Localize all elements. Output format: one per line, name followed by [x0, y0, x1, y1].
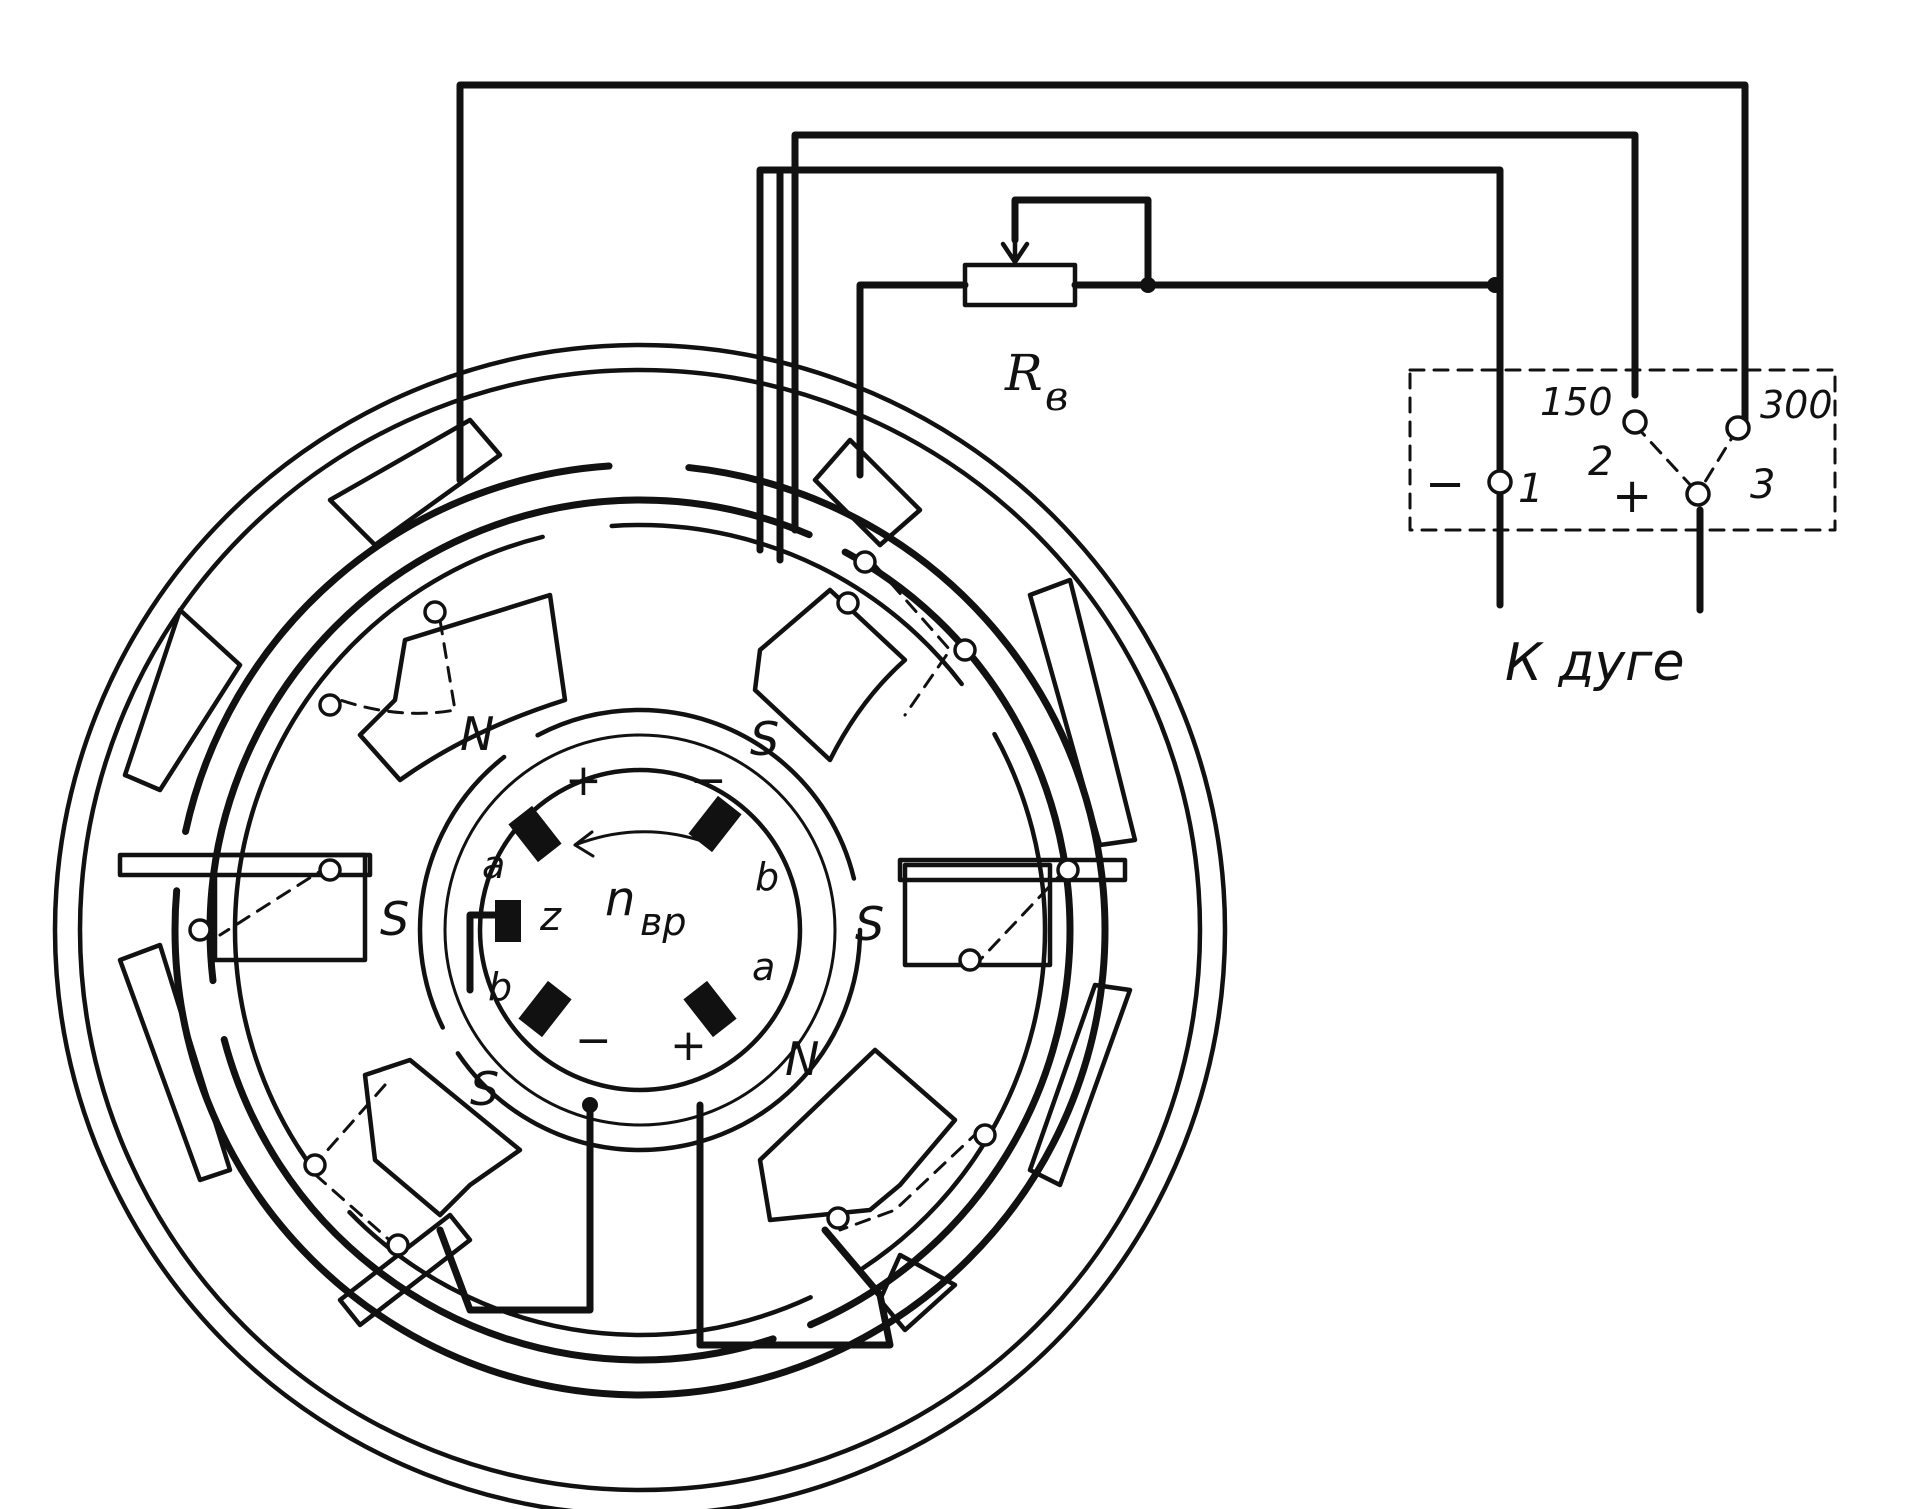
brushes [495, 795, 742, 1038]
winding-b-left-bottom: b [488, 965, 512, 1009]
terminal-150-label: 150 [1540, 380, 1613, 424]
terminal-1 [1487, 469, 1513, 495]
brush-minus-bottom-label: − [575, 1015, 612, 1066]
rheostat-sub-label: в [1045, 374, 1068, 420]
stator-yoke [52, 342, 1228, 1509]
pole-label-top-left: N [460, 707, 494, 761]
brush-left [495, 900, 521, 942]
speed-sub-label: вр [640, 900, 687, 944]
labels: R в 150 300 1 2 3 − + К дуге N S S S S N… [380, 344, 1833, 1116]
terminal-plus-label: + [1612, 468, 1652, 524]
brush-plus-top-label: + [565, 755, 602, 806]
brush-plus-bottom-label: + [670, 1020, 707, 1071]
speed-label: n [605, 871, 635, 927]
to-arc-label: К дуге [1505, 633, 1685, 693]
brush-minus-top [688, 795, 742, 853]
terminal-common [1685, 481, 1711, 507]
terminal-2 [1622, 409, 1648, 435]
pole-label-right: S [855, 897, 884, 951]
terminal-300-label: 300 [1760, 383, 1833, 427]
terminal-box [1408, 368, 1837, 532]
winding-a-right-bottom: a [752, 945, 775, 989]
pole-label-bottom-right: N [785, 1032, 819, 1086]
pole-label-bottom-left: S [470, 1062, 499, 1116]
terminal-minus-label: − [1425, 456, 1465, 512]
brush-plus-top [508, 805, 562, 863]
shunt-coil-dashed [218, 563, 1067, 1247]
winding-z-label: z [539, 894, 562, 940]
brush-minus-bottom [518, 980, 572, 1038]
rheostat-wiper-arrow [1000, 237, 1030, 265]
terminal-2-label: 2 [1588, 439, 1613, 485]
pole-shoe-brackets [117, 417, 1138, 1333]
terminal-3-label: 3 [1750, 462, 1775, 508]
pole-label-top-right: S [750, 712, 779, 766]
pole-label-left: S [380, 892, 409, 946]
brush-minus-top-label: − [690, 755, 727, 806]
field-poles [212, 587, 1053, 1223]
rheostat-label: R [1004, 344, 1043, 402]
terminals [188, 409, 1751, 1257]
terminal-1-label: 1 [1518, 466, 1543, 512]
rotation-arrow [573, 830, 707, 858]
winding-a-left: a [482, 843, 505, 887]
rheostat-resistor [962, 262, 1078, 308]
armature [417, 707, 894, 1349]
brush-plus-bottom [683, 980, 737, 1038]
winding-b-right-top: b [755, 855, 779, 899]
terminal-3 [1725, 415, 1751, 441]
